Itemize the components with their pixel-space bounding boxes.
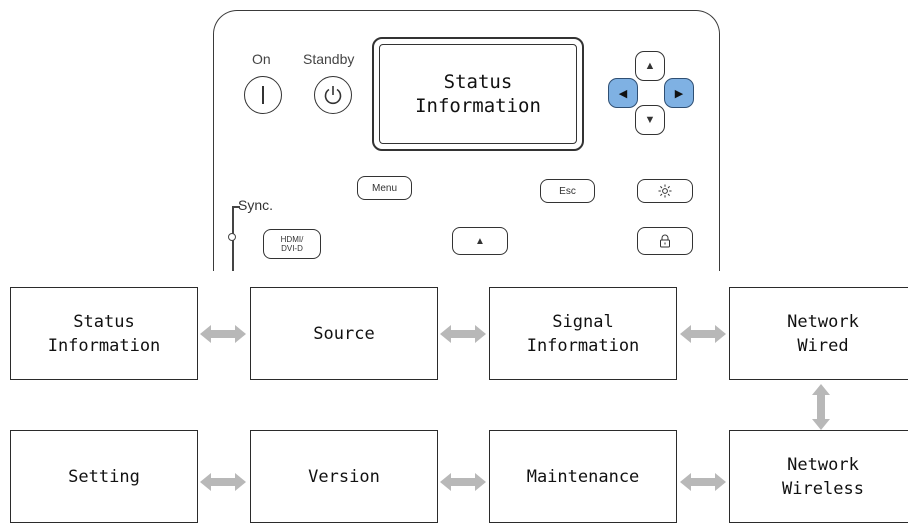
screen-line-2: Wireless [782,478,864,499]
screen-line-2: Wired [797,335,849,356]
triangle-left-icon: ◀ [618,87,628,100]
triangle-up-icon: ▲ [644,60,656,72]
screen-line-2: Information [47,335,161,356]
lcd-display: Status Information [372,37,584,151]
power-on-icon [262,86,264,104]
screen-maintenance: Maintenance [489,430,677,523]
on-label: On [252,51,271,67]
screen-network-wireless: Network Wireless [729,430,908,523]
lock-icon [660,234,670,248]
up-arrow-button[interactable]: ▲ [635,51,665,81]
double-arrow-horizontal-icon [680,473,726,491]
lcd-line-1: Status [443,71,513,93]
screen-line-1: Network [787,454,859,475]
screen-line-1: Setting [68,466,140,487]
right-arrow-button[interactable]: ▶ [664,78,694,108]
sync-label: Sync. [238,197,274,213]
esc-label: Esc [559,185,576,197]
menu-label: Menu [371,182,397,194]
left-arrow-button[interactable]: ◀ [608,78,638,108]
sun-icon [658,184,672,198]
screen-line-1: Network [787,311,859,332]
projector-control-panel: On Standby Status Information ▲ ◀ ▶ ▼ Me… [213,10,720,271]
hdmi-label: HDMI/ [280,235,304,244]
menu-button[interactable]: Menu [357,176,412,200]
hdmi-dvi-button[interactable]: HDMI/ DVI-D [263,229,321,259]
screen-line-1: Source [313,323,375,344]
screen-status-information: Status Information [10,287,198,380]
triangle-right-icon: ▶ [674,87,684,100]
screen-line-1: Status [73,311,135,332]
standby-label: Standby [303,51,355,67]
triangle-down-icon: ▼ [644,114,656,126]
standby-icon [324,86,342,105]
sync-bracket-tick [232,206,240,208]
double-arrow-horizontal-icon [200,473,246,491]
double-arrow-horizontal-icon [200,325,246,343]
lcd-line-2: Information [415,95,541,117]
lock-button[interactable] [637,227,693,255]
sync-indicator-icon [228,233,236,241]
double-arrow-horizontal-icon [440,325,486,343]
up-button[interactable]: ▲ [452,227,508,255]
screen-line-2: Information [526,335,640,356]
screen-signal-information: Signal Information [489,287,677,380]
screen-line-1: Version [308,466,380,487]
triangle-up-icon: ▲ [475,235,485,247]
standby-button[interactable] [314,76,352,114]
down-arrow-button[interactable]: ▼ [635,105,665,135]
double-arrow-horizontal-icon [680,325,726,343]
screen-source: Source [250,287,438,380]
screen-network-wired: Network Wired [729,287,908,380]
power-on-button[interactable] [244,76,282,114]
screen-setting: Setting [10,430,198,523]
brightness-button[interactable] [637,179,693,203]
screen-version: Version [250,430,438,523]
double-arrow-vertical-icon [812,384,830,430]
double-arrow-horizontal-icon [440,473,486,491]
screen-line-1: Signal [552,311,614,332]
screen-line-1: Maintenance [526,466,640,487]
dvi-label: DVI-D [281,244,303,253]
esc-button[interactable]: Esc [540,179,595,203]
